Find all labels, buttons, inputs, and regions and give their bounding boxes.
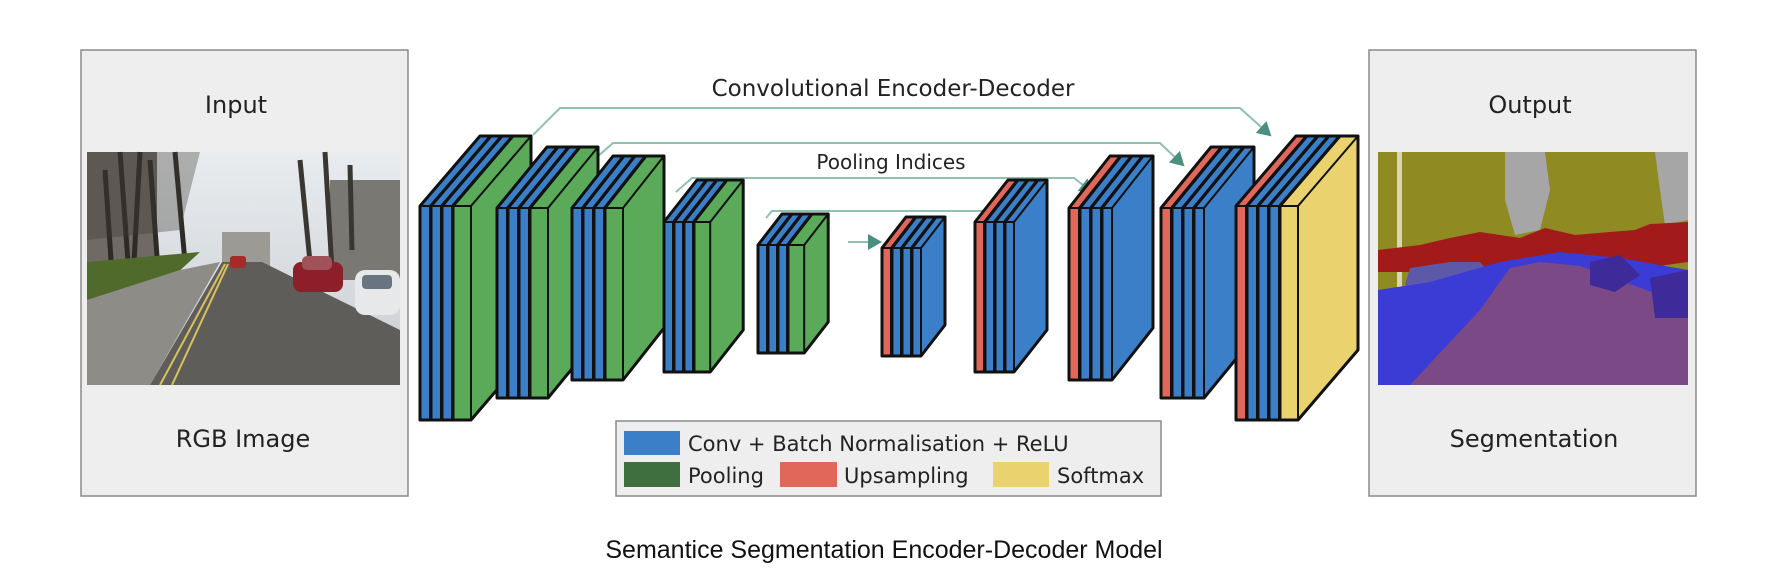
layer-edge <box>605 155 665 380</box>
network-layers <box>418 134 1360 422</box>
encoder-block-4 <box>662 178 745 374</box>
legend-pool-label: Pooling <box>688 464 764 488</box>
encoder-block-3 <box>570 154 666 382</box>
skip-arrow-2 <box>587 142 1185 167</box>
legend-pool-swatch <box>624 462 680 487</box>
legend: Conv + Batch Normalisation + ReLU Poolin… <box>615 420 1162 497</box>
decoder-block-2 <box>973 178 1049 374</box>
decoder-block-1 <box>880 215 947 358</box>
input-title: Input <box>205 91 267 119</box>
skip-arrow-3 <box>675 177 1094 194</box>
pooling-indices-label: Pooling Indices <box>816 150 965 174</box>
legend-softmax-label: Softmax <box>1057 464 1144 488</box>
layer-edge <box>1102 155 1154 380</box>
legend-conv-swatch <box>624 431 680 455</box>
pooling-layer <box>786 212 830 355</box>
layer-edge <box>1005 179 1048 372</box>
decoder-block-5 <box>1234 134 1360 422</box>
output-subtitle: Segmentation <box>1450 425 1619 453</box>
segmentation-map <box>1378 152 1688 385</box>
input-subtitle: RGB Image <box>176 425 311 453</box>
legend-upsample-label: Upsampling <box>844 464 969 488</box>
layer-edge <box>1280 135 1359 420</box>
input-panel: Input RGB Image <box>80 49 409 497</box>
layer-edge <box>912 216 946 356</box>
output-title: Output <box>1488 91 1571 119</box>
output-panel: Output Segmentation <box>1368 49 1697 497</box>
legend-conv-label: Conv + Batch Normalisation + ReLU <box>688 432 1069 456</box>
legend-upsample-swatch <box>780 462 837 487</box>
figure-caption: Semantice Segmentation Encoder-Decoder M… <box>605 536 1163 564</box>
encoder-block-5 <box>756 212 830 355</box>
skip-arrow-1 <box>532 107 1272 137</box>
layer-edge <box>453 135 532 420</box>
encoder-decoder-label: Convolutional Encoder-Decoder <box>712 76 1075 102</box>
layer-edge <box>1194 146 1255 398</box>
layer-edge <box>788 213 829 353</box>
legend-softmax-swatch <box>993 462 1049 487</box>
layer-edge <box>530 146 599 398</box>
layer-edge <box>694 179 744 372</box>
decoder-block-3 <box>1067 154 1155 382</box>
skip-connections <box>532 107 1272 250</box>
rgb-street-image <box>87 151 400 386</box>
